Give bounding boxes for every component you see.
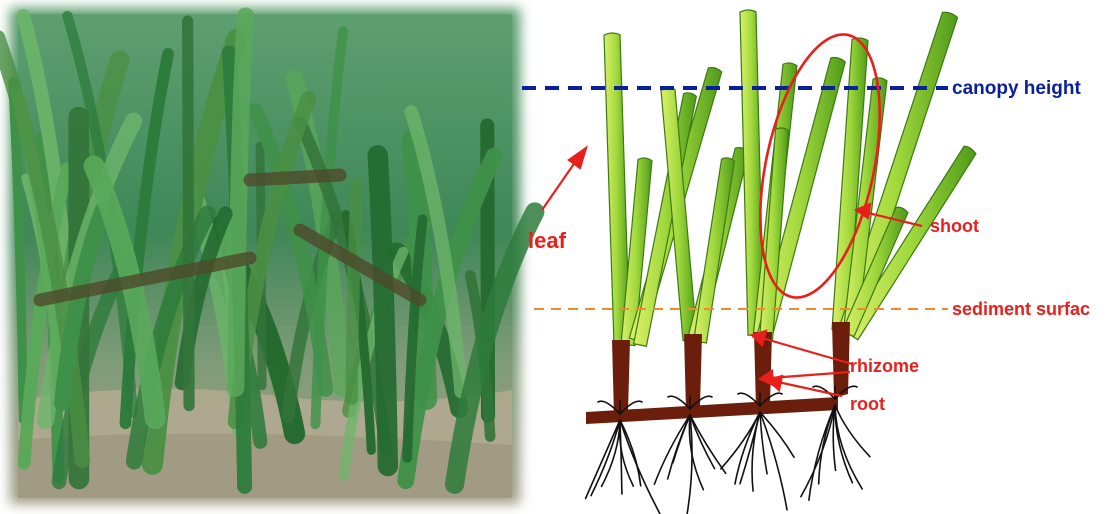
root-arrow [778,382,842,396]
photo-blade [188,21,189,405]
photo-blade [352,185,357,399]
root-label: root [850,394,885,414]
sediment-surface-label: sediment surfac [952,299,1090,319]
shoot-base [612,340,630,416]
root-strand [835,405,862,489]
photo-blade [250,175,340,180]
leaf-label: leaf [528,228,567,253]
root-strand [586,420,620,499]
root-strand [690,415,726,473]
shoot-label: shoot [930,216,979,236]
rhizome-label: rhizome [850,356,919,376]
photo-blade [378,155,388,466]
root-strand [654,415,690,484]
root-strand [835,405,852,483]
canopy-height-label: canopy height [952,78,1081,99]
shoot-base [684,334,702,410]
seagrass-photo [0,8,535,504]
seagrass-diagram: canopy height shoot leaf sediment surfac… [522,10,1090,514]
root-strand [760,412,794,457]
leaf-blade [694,158,735,343]
leaf-arrow [542,158,578,210]
photo-blade [236,16,246,388]
